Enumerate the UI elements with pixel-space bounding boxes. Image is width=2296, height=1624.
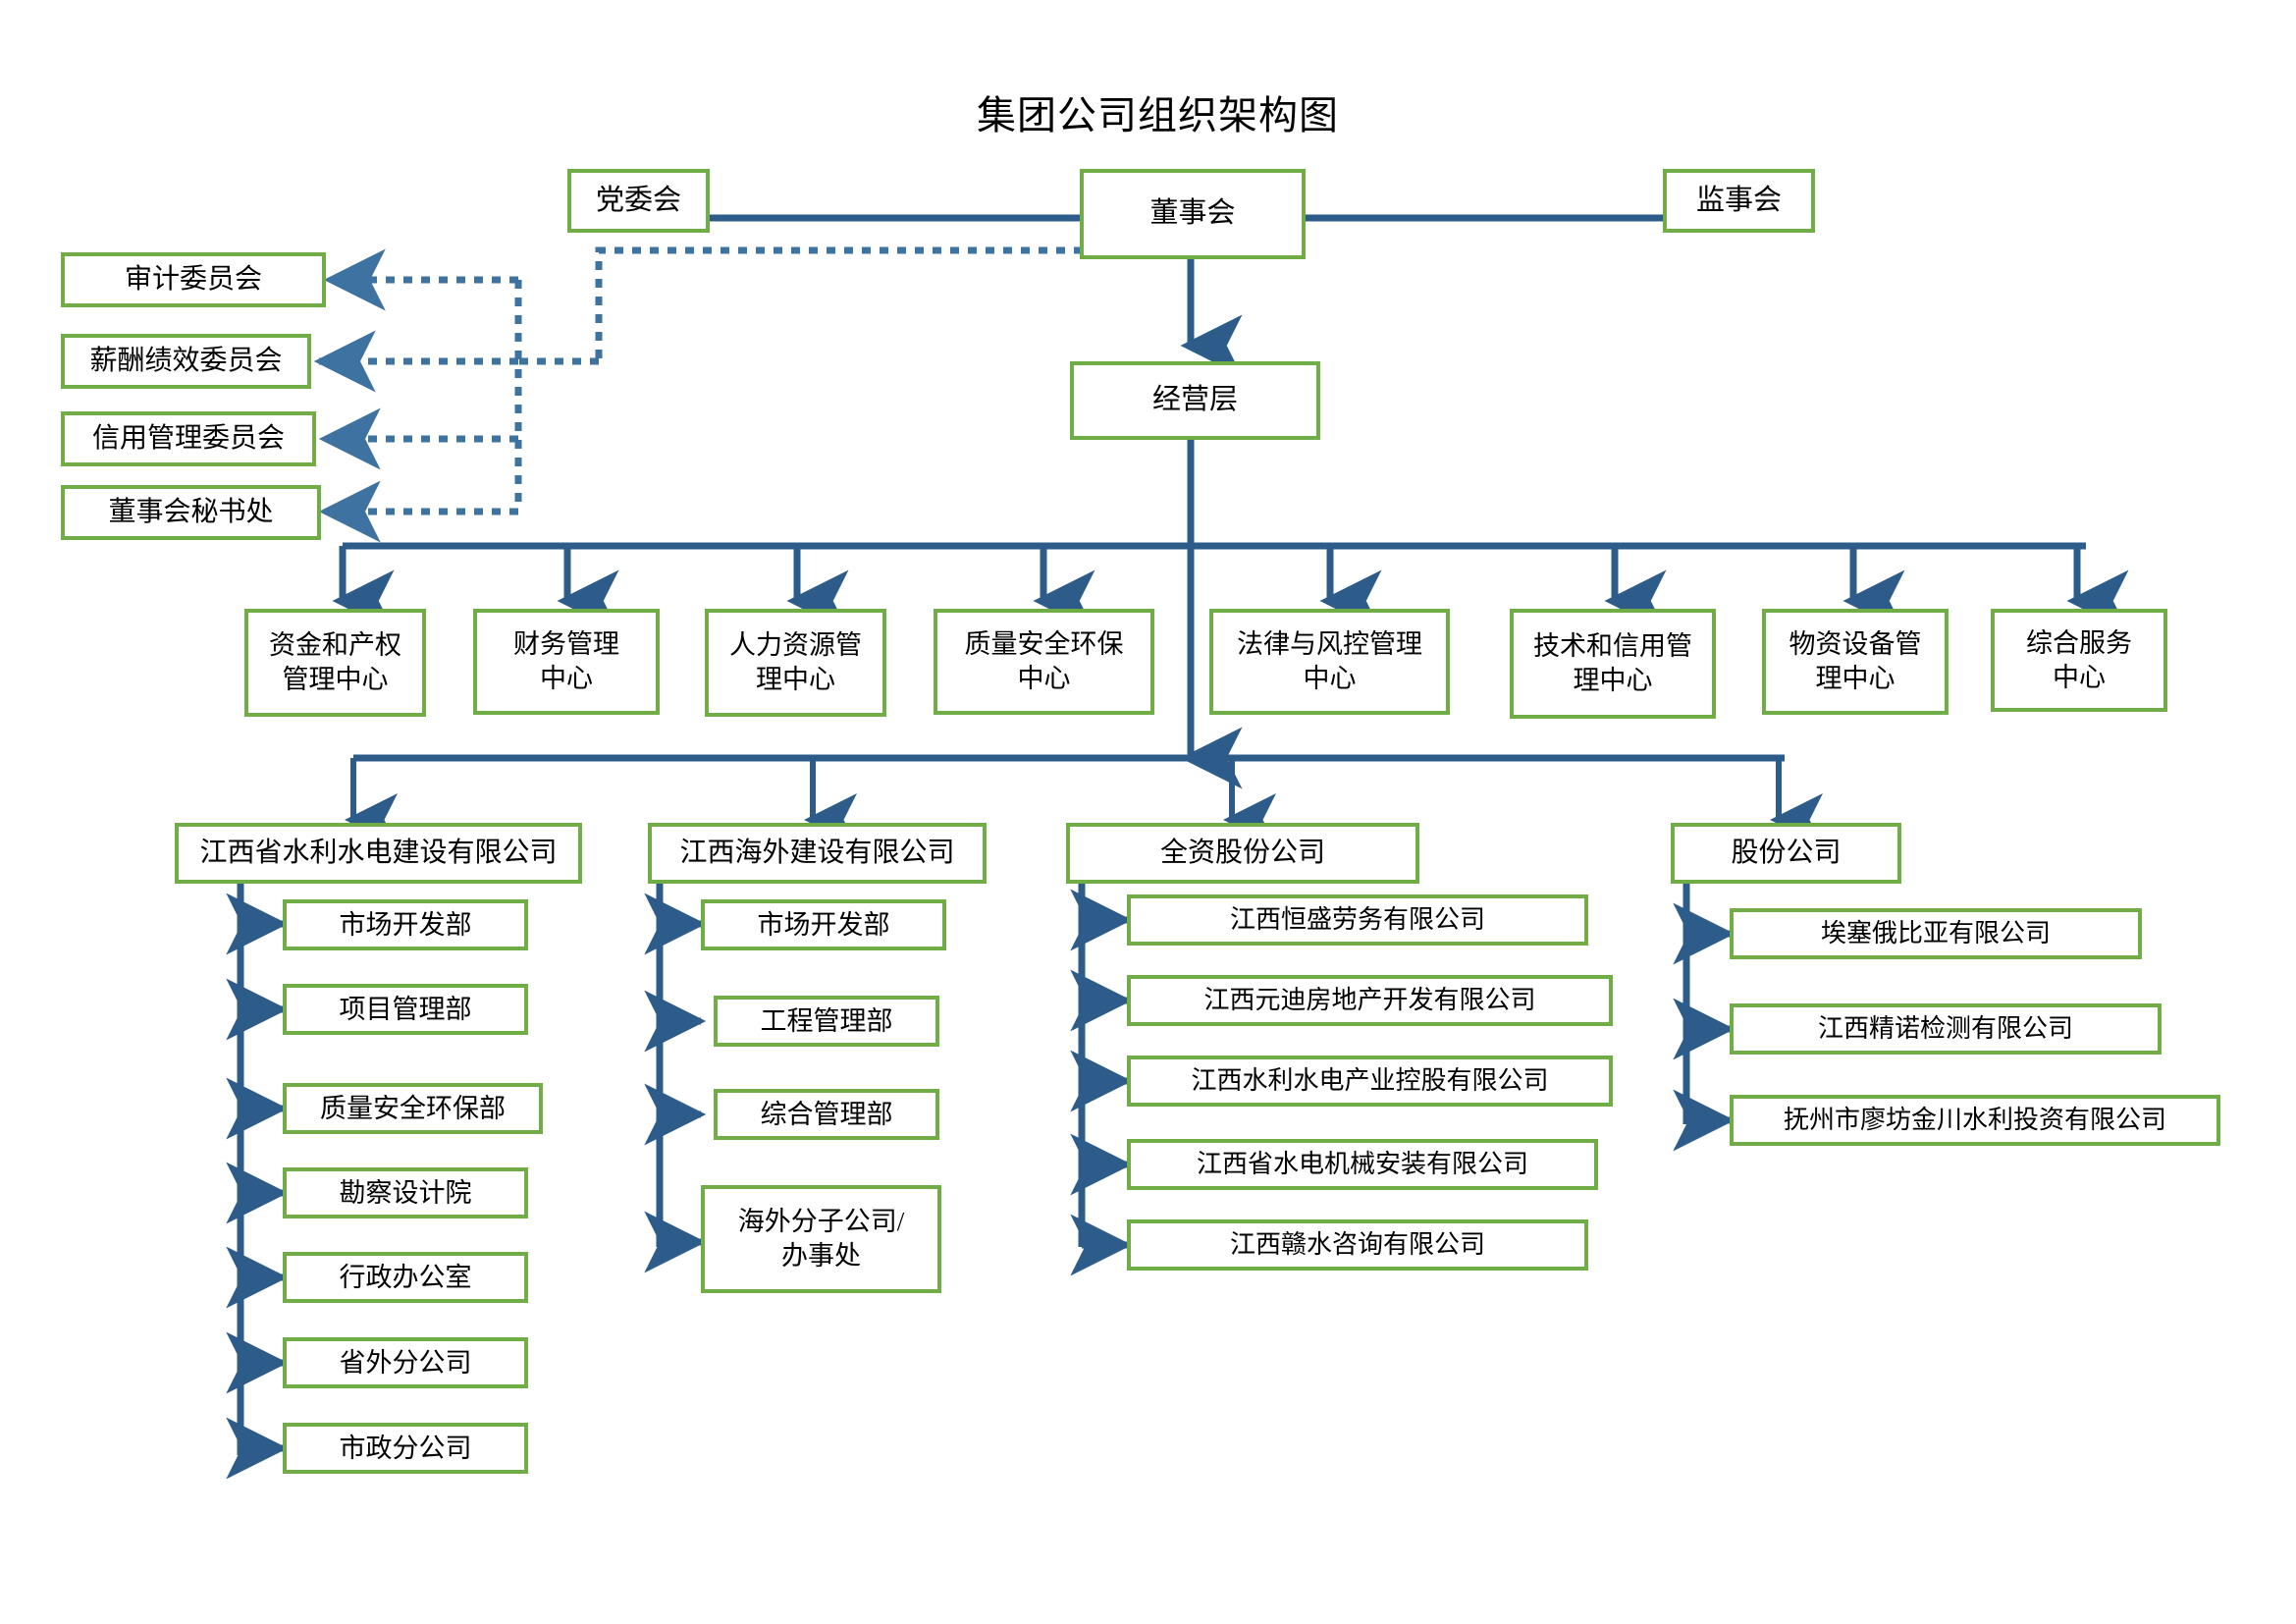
node-label: 市场开发部 — [339, 909, 472, 940]
node-sub-yuandi-realestate[interactable]: 江西元迪房地产开发有限公司 — [1127, 975, 1613, 1026]
node-label: 工程管理部 — [760, 1005, 893, 1036]
node-dept-municipal-branch[interactable]: 市政分公司 — [283, 1423, 528, 1474]
node-label: 技术和信用管 理中心 — [1533, 631, 1692, 695]
node-center-funds-property[interactable]: 资金和产权 管理中心 — [244, 609, 426, 717]
node-label: 信用管理委员会 — [91, 423, 285, 455]
node-center-hr[interactable]: 人力资源管 理中心 — [705, 609, 886, 717]
node-label: 勘察设计院 — [339, 1177, 472, 1208]
node-company-shareholding[interactable]: 股份公司 — [1671, 823, 1901, 884]
node-board-secretariat[interactable]: 董事会秘书处 — [61, 485, 321, 540]
node-center-legal-risk[interactable]: 法律与风控管理 中心 — [1209, 609, 1450, 715]
node-label: 综合服务 中心 — [2026, 627, 2132, 692]
node-sub-ethiopia[interactable]: 埃塞俄比亚有限公司 — [1730, 908, 2142, 959]
node-company-jiangxi-overseas[interactable]: 江西海外建设有限公司 — [648, 823, 987, 884]
node-center-quality-safety-env[interactable]: 质量安全环保 中心 — [934, 609, 1154, 715]
node-center-tech-credit[interactable]: 技术和信用管 理中心 — [1510, 609, 1716, 719]
node-sub-hengsheng-labor[interactable]: 江西恒盛劳务有限公司 — [1127, 894, 1588, 946]
node-label: 法律与风控管理 中心 — [1237, 629, 1422, 693]
node-label: 江西元迪房地产开发有限公司 — [1203, 986, 1536, 1015]
node-label: 质量安全环保 中心 — [964, 629, 1124, 693]
node-label: 江西海外建设有限公司 — [679, 838, 955, 869]
dotted-board-trunk — [595, 246, 1083, 361]
node-label: 全资股份公司 — [1159, 838, 1325, 869]
node-dept-project-mgmt[interactable]: 项目管理部 — [283, 984, 528, 1035]
node-label: 江西省水利水电建设有限公司 — [199, 838, 558, 869]
node-center-general-services[interactable]: 综合服务 中心 — [1991, 609, 2167, 712]
node-label: 审计委员会 — [124, 264, 262, 296]
node-dept-admin-office[interactable]: 行政办公室 — [283, 1252, 528, 1303]
node-dept-out-province-branch[interactable]: 省外分公司 — [283, 1337, 528, 1388]
node-company-jiangxi-water-power[interactable]: 江西省水利水电建设有限公司 — [175, 823, 582, 884]
node-label: 市场开发部 — [757, 909, 890, 940]
node-label: 人力资源管 理中心 — [729, 630, 862, 694]
node-label: 江西水利水电产业控股有限公司 — [1191, 1066, 1549, 1096]
page-title: 集团公司组织架构图 — [977, 93, 1339, 137]
node-dept-market-dev-2[interactable]: 市场开发部 — [701, 899, 946, 950]
node-label: 质量安全环保部 — [320, 1093, 506, 1123]
node-dept-quality-safety-env[interactable]: 质量安全环保部 — [283, 1083, 543, 1134]
node-center-materials-equipment[interactable]: 物资设备管 理中心 — [1762, 609, 1949, 715]
node-label: 党委会 — [595, 184, 681, 216]
node-sub-fuzhou-liaofang[interactable]: 抚州市廖坊金川水利投资有限公司 — [1730, 1095, 2220, 1146]
node-dept-survey-design[interactable]: 勘察设计院 — [283, 1167, 528, 1218]
node-label: 埃塞俄比亚有限公司 — [1820, 919, 2051, 948]
node-dept-engineering-mgmt[interactable]: 工程管理部 — [714, 996, 939, 1047]
node-dept-overseas-subsidiary-office[interactable]: 海外分子公司/ 办事处 — [701, 1185, 941, 1293]
node-label: 监事会 — [1695, 184, 1782, 216]
node-management-layer[interactable]: 经营层 — [1070, 361, 1320, 440]
node-credit-management-committee[interactable]: 信用管理委员会 — [61, 411, 316, 466]
node-party-committee[interactable]: 党委会 — [567, 169, 710, 233]
node-company-wholly-owned[interactable]: 全资股份公司 — [1066, 823, 1419, 884]
node-board-of-directors[interactable]: 董事会 — [1080, 169, 1306, 259]
node-label: 江西精诺检测有限公司 — [1817, 1014, 2073, 1044]
node-label: 董事会 — [1149, 197, 1236, 230]
node-label: 江西赣水咨询有限公司 — [1229, 1230, 1485, 1260]
dotted-committee-bus — [514, 357, 599, 511]
node-label: 综合管理部 — [760, 1099, 893, 1129]
node-label: 市政分公司 — [339, 1433, 472, 1463]
node-label: 薪酬绩效委员会 — [89, 346, 283, 377]
node-sub-jingnuo-testing[interactable]: 江西精诺检测有限公司 — [1730, 1003, 2162, 1055]
node-label: 江西省水电机械安装有限公司 — [1196, 1150, 1528, 1179]
node-label: 董事会秘书处 — [108, 497, 274, 528]
node-label: 江西恒盛劳务有限公司 — [1229, 905, 1485, 935]
node-sub-hydro-machinery-install[interactable]: 江西省水电机械安装有限公司 — [1127, 1139, 1598, 1190]
node-sub-water-power-holding[interactable]: 江西水利水电产业控股有限公司 — [1127, 1056, 1613, 1107]
node-center-finance[interactable]: 财务管理 中心 — [473, 609, 660, 715]
node-label: 资金和产权 管理中心 — [269, 630, 401, 694]
node-board-of-supervisors[interactable]: 监事会 — [1663, 169, 1815, 233]
node-label: 物资设备管 理中心 — [1789, 629, 1922, 693]
node-label: 行政办公室 — [339, 1262, 472, 1292]
node-label: 省外分公司 — [339, 1347, 472, 1378]
node-audit-committee[interactable]: 审计委员会 — [61, 252, 326, 307]
node-label: 抚州市廖坊金川水利投资有限公司 — [1783, 1106, 2166, 1135]
node-dept-general-mgmt[interactable]: 综合管理部 — [714, 1089, 939, 1140]
node-label: 股份公司 — [1731, 838, 1842, 869]
node-compensation-committee[interactable]: 薪酬绩效委员会 — [61, 334, 311, 389]
node-label: 海外分子公司/ 办事处 — [737, 1207, 905, 1271]
node-sub-ganshui-consulting[interactable]: 江西赣水咨询有限公司 — [1127, 1219, 1588, 1271]
node-dept-market-dev-1[interactable]: 市场开发部 — [283, 899, 528, 950]
node-label: 财务管理 中心 — [513, 629, 619, 693]
node-label: 经营层 — [1151, 384, 1238, 416]
node-label: 项目管理部 — [339, 994, 472, 1024]
